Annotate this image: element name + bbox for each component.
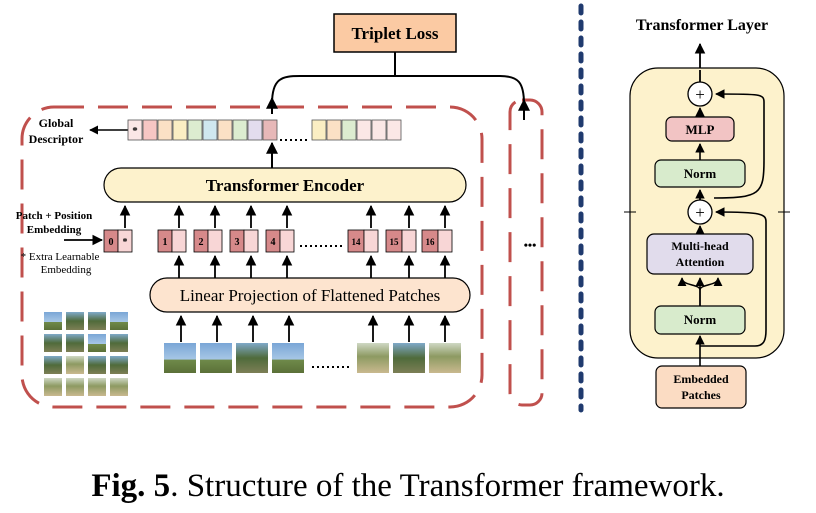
- projection-to-token-arrows: [173, 254, 451, 278]
- descriptor-token: [311, 119, 327, 141]
- triplet-connector: [271, 75, 525, 105]
- residual-lower-loop: [700, 207, 767, 347]
- triplet-loss-label: Triplet Loss: [351, 24, 438, 43]
- token-star: *: [123, 237, 128, 248]
- transformer-encoder-label: Transformer Encoder: [206, 176, 365, 195]
- add-symbol-middle: +: [695, 203, 705, 222]
- descriptor-token: [217, 119, 233, 141]
- mlp-label: MLP: [686, 122, 715, 137]
- token-1: 1: [157, 229, 187, 253]
- patch-position-label-2: Embedding: [27, 224, 82, 236]
- token-number: 3: [235, 237, 240, 248]
- token-4: 4: [265, 229, 295, 253]
- token-15: 15: [385, 229, 417, 253]
- embedded-patches-box: [655, 365, 747, 409]
- descriptor-token: [371, 119, 387, 141]
- descriptor-token: [172, 119, 188, 141]
- descriptor-token: [157, 119, 173, 141]
- norm-bottom-label: Norm: [684, 312, 717, 327]
- descriptor-token: [127, 119, 143, 141]
- flattened-patches: [164, 343, 461, 373]
- token-16: 16: [421, 229, 453, 253]
- extra-learnable-label-1: * Extra Learnable: [21, 251, 100, 263]
- norm-top-label: Norm: [684, 166, 717, 181]
- linear-projection-label: Linear Projection of Flattened Patches: [180, 286, 441, 305]
- token-number: 1: [163, 237, 168, 248]
- embedded-label-1: Embedded: [673, 372, 729, 386]
- token-3: 3: [229, 229, 259, 253]
- descriptor-token: [386, 119, 402, 141]
- patch-position-label-1: Patch + Position: [16, 210, 93, 222]
- descriptor-strip-left: *: [127, 119, 278, 141]
- token-to-encoder-arrows: [119, 204, 451, 228]
- transformer-layer-title: Transformer Layer: [636, 17, 768, 34]
- token-2: 2: [193, 229, 223, 253]
- norm-to-mha-arrows: [677, 277, 723, 306]
- descriptor-token: [356, 119, 372, 141]
- descriptor-token: [187, 119, 203, 141]
- embedded-label-2: Patches: [681, 388, 721, 402]
- figure-diagram: Triplet Loss Global Descriptor * Transfo…: [16, 3, 790, 413]
- descriptor-strip-right: [311, 119, 402, 141]
- multihead-label-1: Multi-head: [671, 239, 729, 253]
- token-number: 14: [352, 237, 362, 247]
- global-descriptor-label-1: Global: [39, 116, 74, 130]
- image-to-projection-arrows: [175, 314, 451, 342]
- residual-upper-loop: [699, 94, 765, 200]
- descriptor-token: [326, 119, 342, 141]
- multihead-label-2: Attention: [676, 255, 725, 269]
- add-symbol-top: +: [695, 85, 705, 104]
- token-number: 15: [390, 237, 400, 247]
- main-dashed-frame: [20, 105, 484, 409]
- token-14: 14: [347, 229, 379, 253]
- descriptor-token: [142, 119, 158, 141]
- token-number: 4: [271, 237, 276, 248]
- patch-grid-image: [44, 312, 128, 396]
- descriptor-token: [202, 119, 218, 141]
- figure-caption: Fig. 5. Structure of the Transformer fra…: [0, 468, 816, 505]
- descriptor-token: [262, 119, 278, 141]
- norm-bottom-box: [654, 305, 746, 335]
- ellipsis-dots: •••: [524, 238, 537, 252]
- caption-text: . Structure of the Transformer framework…: [170, 468, 725, 504]
- descriptor-token: [247, 119, 263, 141]
- token-0: 0 *: [103, 229, 133, 253]
- secondary-dashed-frame: [508, 98, 544, 407]
- descriptor-cls-star: *: [132, 125, 138, 137]
- token-number: 2: [199, 237, 204, 248]
- caption-label: Fig. 5: [91, 468, 171, 504]
- descriptor-token: [232, 119, 248, 141]
- linear-projection-box: [149, 277, 471, 313]
- transformer-encoder-box: [103, 167, 467, 203]
- token-number: 0: [109, 237, 114, 248]
- extra-learnable-label-2: Embedding: [41, 264, 92, 276]
- descriptor-token: [341, 119, 357, 141]
- token-number: 16: [426, 237, 436, 247]
- global-descriptor-label-2: Descriptor: [29, 132, 84, 146]
